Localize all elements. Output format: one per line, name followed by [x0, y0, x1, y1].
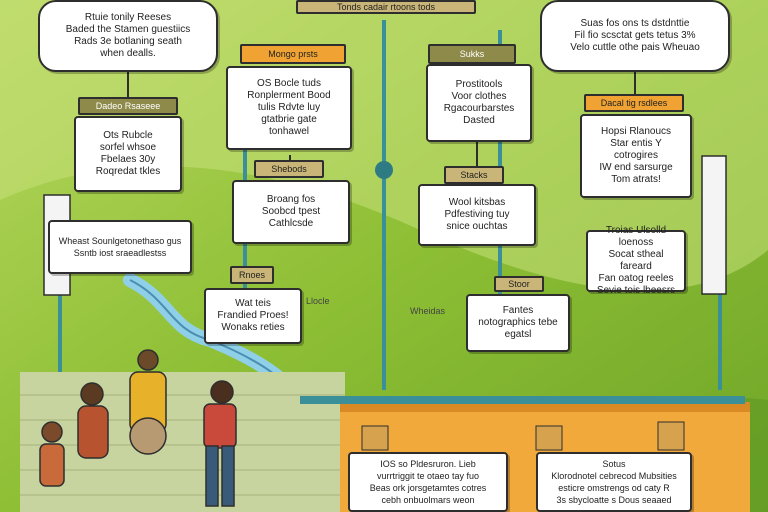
tag-stacks: Stacks: [444, 166, 504, 184]
box-left: Ots Rubcle sorfel whsoe Fbelaes 30y Roqr…: [74, 116, 182, 192]
box-second: Broang fos Soobcd tpest Cathlcsde: [232, 180, 350, 244]
box-right2: Troias Ulsolld loenoss Socat stheal fare…: [586, 225, 686, 296]
tag-center: Sukks: [428, 44, 516, 64]
bubble-left: Rtuie tonily Reeses Baded the Stamen gue…: [38, 0, 218, 72]
label-small2: Wheidas: [410, 306, 446, 316]
box-center2: Wool kitsbas Pdfestiving tuy snice oucht…: [418, 184, 536, 246]
tag-small: Rnoes: [230, 266, 274, 284]
top-banner: Tonds cadair rtoons tods: [296, 0, 476, 14]
box-bottom-left: IOS so Pldesruron. Lieb vurrtriggit te o…: [348, 452, 508, 512]
tag-left: Dadeo Rsaseee: [78, 97, 178, 115]
box-mid-left: OS Bocle tuds Ronplerment Bood tulis Rdv…: [226, 66, 352, 150]
box-bottom-right: Sotus Klorodnotel cebrecod Mubsities est…: [536, 452, 692, 512]
box-long: Wheast Sounlgetonethaso gus Ssntb iost s…: [48, 220, 192, 274]
box-lower-center: Fantes notographics tebe egatsl: [466, 294, 570, 352]
box-right: Hopsi Rlanoucs Star entis Y cotrogires I…: [580, 114, 692, 198]
tag-foot: Stoor: [494, 276, 544, 292]
bubble-right: Suas fos ons ts dstdnttie Fil fio scscta…: [540, 0, 730, 72]
box-center: Prostitools Voor clothes Rgacourbarstes …: [426, 64, 532, 142]
tag-mid-left: Mongo prsts: [240, 44, 346, 64]
label-small1: Llocle: [306, 296, 330, 306]
tag-second: Shebods: [254, 160, 324, 178]
box-lower-left: Wat teis Frandied Proes! Wonaks reties: [204, 288, 302, 344]
tag-right: Dacal tig rsdlees: [584, 94, 684, 112]
